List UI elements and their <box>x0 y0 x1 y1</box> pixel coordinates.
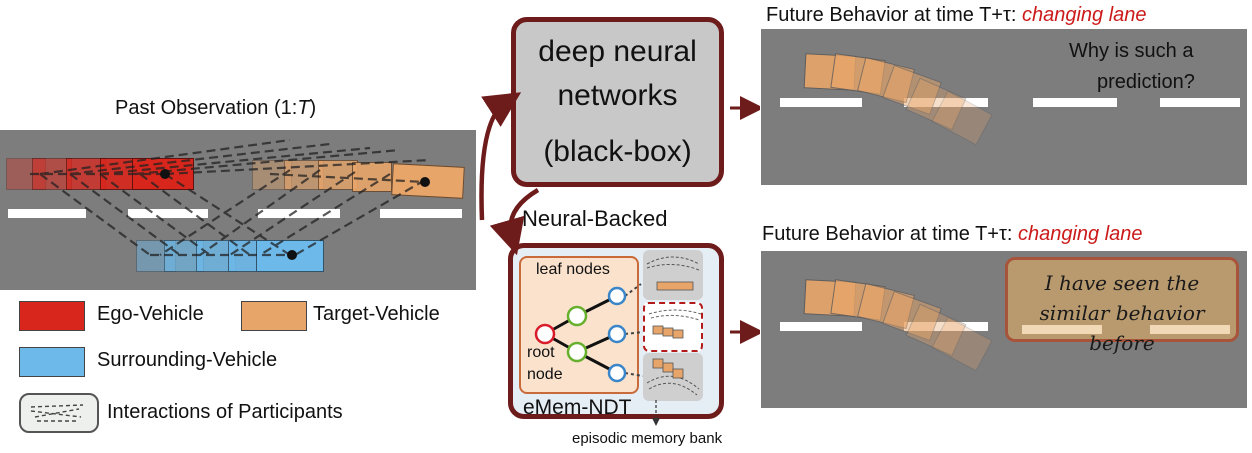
legend-ego-label: Ego-Vehicle <box>97 303 204 325</box>
past-observation-title: Past Observation (1:T) <box>115 97 317 119</box>
lane-marking <box>1033 98 1117 107</box>
why-question-line1: Why is such a <box>1069 40 1194 62</box>
future-top-title: Future Behavior at time T+τ: changing la… <box>766 4 1147 26</box>
node-label: node <box>527 366 563 383</box>
lane-marking <box>1160 98 1240 107</box>
target-vehicle-trail <box>352 162 392 192</box>
lane-marking <box>258 209 340 218</box>
emem-ndt-label: eMem-NDT <box>523 396 632 419</box>
bubble-line2: similar behavior before <box>1039 301 1205 355</box>
memory-sample-1 <box>643 250 703 300</box>
decision-tree <box>534 283 644 383</box>
lane-marking <box>780 322 862 331</box>
lane-marking <box>8 209 86 218</box>
lane-marking <box>1022 325 1102 334</box>
lane-marking <box>1150 325 1230 334</box>
legend-ego-swatch <box>19 301 85 331</box>
legend-surrounding-swatch <box>19 347 85 377</box>
legend-interactions-label: Interactions of Participants <box>107 401 343 423</box>
bubble-line1: I have seen the <box>1044 271 1200 295</box>
lane-marking <box>128 209 208 218</box>
future-top-trajectory <box>803 53 993 146</box>
legend-surrounding-label: Surrounding-Vehicle <box>97 349 278 371</box>
dnn-line1: deep neural <box>538 35 697 68</box>
lane-marking <box>904 98 988 107</box>
future-bottom-label: changing lane <box>1018 223 1143 245</box>
root-label: root <box>527 344 555 361</box>
legend-target-label: Target-Vehicle <box>313 303 440 325</box>
leaf-nodes-label: leaf nodes <box>536 261 610 278</box>
legend-interactions-swatch <box>19 393 99 433</box>
lane-marking <box>904 322 988 331</box>
flow-arrows <box>479 92 760 344</box>
memory-sample-3 <box>643 353 703 401</box>
future-top-label: changing lane <box>1022 4 1147 26</box>
memory-sample-2-selected <box>643 302 703 352</box>
future-bottom-trajectory <box>803 279 993 372</box>
dnn-line2: networks <box>557 79 678 112</box>
episodic-memory-bank-label: episodic memory bank <box>572 430 723 447</box>
memory-bank-pointer <box>652 400 660 426</box>
dnn-line3: (black-box) <box>543 135 692 168</box>
future-bottom-title: Future Behavior at time T+τ: changing la… <box>762 223 1143 245</box>
lane-marking <box>780 98 862 107</box>
why-question-line2: prediction? <box>1097 71 1195 93</box>
lane-marking <box>380 209 462 218</box>
dnn-black-box: deep neural networks (black-box) <box>511 17 724 187</box>
neural-backed-label: Neural-Backed <box>522 206 668 231</box>
interaction-pattern-icon <box>30 404 84 422</box>
legend-target-swatch <box>241 301 307 331</box>
interaction-lines <box>30 138 431 260</box>
